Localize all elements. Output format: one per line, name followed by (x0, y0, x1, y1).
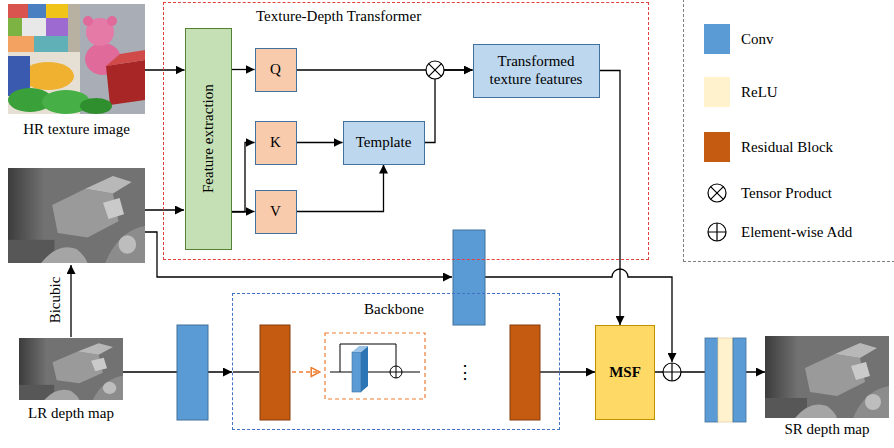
upsample-wire (70, 265, 71, 337)
depth-wire (145, 209, 184, 210)
legend-box: ConvReLU Residual BlockTensor ProductElem… (683, 0, 894, 262)
box-label: K (270, 134, 281, 151)
connector-arrow (600, 71, 621, 326)
box-label: Template (356, 134, 412, 151)
sr-depth-image (765, 336, 889, 418)
bicubic-depth-image (8, 168, 145, 263)
image-patch (8, 36, 34, 52)
query-box: Q (255, 48, 297, 92)
conv-block (453, 230, 485, 325)
residual-block (260, 325, 290, 420)
legend-symbol (704, 178, 730, 208)
features-box: Transformed texture features (473, 44, 600, 98)
box-label: Q (270, 61, 281, 78)
backbone-region: Backbone (232, 293, 560, 430)
legend-swatch (704, 24, 730, 54)
add-symbol (663, 363, 681, 381)
add-symbol (390, 366, 402, 378)
zoom-arrow (292, 371, 320, 372)
connector-arrow (145, 69, 185, 70)
box-label: Transformed texture features (480, 53, 593, 88)
legend-symbol (708, 223, 726, 241)
texture-image (8, 4, 145, 114)
image-patch (46, 4, 68, 18)
legend-text: Conv (741, 24, 774, 54)
legend-row: Conv (684, 24, 894, 54)
method-label: Bicubic (48, 277, 63, 324)
backbone-wire (233, 371, 259, 372)
image-caption: LR depth map (19, 405, 123, 422)
green-toy (80, 98, 112, 114)
zoom-frame (325, 333, 425, 399)
legend-text: Tensor Product (741, 178, 832, 208)
conv-block (177, 325, 208, 420)
legend-text: Element-wise Add (741, 217, 852, 247)
red-box (106, 60, 145, 105)
legend-row: Element-wise Add (684, 217, 894, 247)
image-patch (22, 18, 46, 36)
add-symbol (390, 366, 402, 378)
conv-slab (352, 352, 361, 392)
image-caption: HR texture image (8, 121, 145, 138)
box-label: V (270, 203, 281, 220)
region-title: Backbone (364, 301, 424, 318)
add-symbol (663, 363, 681, 381)
connector-arrow (560, 371, 595, 372)
image-patch (8, 18, 22, 36)
legend-swatch (704, 132, 730, 162)
feature-box: Feature extraction (185, 28, 232, 250)
key-box: K (255, 121, 297, 165)
legend-symbol (708, 184, 726, 202)
toy-bear (107, 16, 117, 26)
relu-block (718, 338, 733, 422)
image-patch (34, 36, 68, 52)
transformer-region: Texture-Depth TransformerFeature extract… (163, 2, 649, 260)
image-patch (68, 4, 80, 52)
image-patch (80, 4, 145, 114)
image-caption: SR depth map (765, 421, 889, 438)
red-box (106, 50, 145, 66)
template-box: Template (343, 121, 425, 165)
fusion-box: MSF (595, 325, 655, 420)
legend-text: ReLU (741, 77, 778, 107)
legend-swatch (704, 77, 730, 107)
toy-bear (83, 16, 93, 26)
ellipsis-mark: ⋮ (456, 363, 474, 381)
region-title: Texture-Depth Transformer (256, 8, 421, 25)
legend-symbol (708, 223, 726, 241)
connector-arrow (232, 143, 255, 213)
lr-depth-image (19, 338, 123, 400)
image-patch (28, 4, 46, 18)
connector-arrow (232, 211, 255, 212)
residual-wire (330, 372, 420, 373)
box-label: MSF (609, 364, 641, 381)
conv-slab (352, 346, 368, 352)
image-ground (8, 4, 145, 114)
image-node: HR texture image (8, 4, 145, 138)
legend-row: ReLU (684, 77, 894, 107)
residual-block (510, 325, 540, 420)
legend-symbol (704, 217, 730, 247)
image-patch (8, 4, 28, 18)
legend-text: Residual Block (741, 132, 833, 162)
box-label: Feature extraction (199, 84, 216, 193)
image-patch (46, 18, 68, 36)
connector-arrow (297, 165, 384, 212)
connector-arrow (425, 70, 473, 143)
tensor-product-symbol (429, 64, 442, 77)
value-box: V (255, 190, 297, 234)
image-node: LR depth map (19, 338, 123, 422)
connector-arrow (297, 142, 343, 143)
image-node: SR depth map (765, 336, 889, 438)
tensor-product-symbol (426, 61, 444, 79)
conv-slab (361, 346, 368, 392)
conv-block (705, 338, 718, 422)
legend-row: Tensor Product (684, 178, 894, 208)
legend-row: Residual Block (684, 132, 894, 162)
backbone-wire (540, 371, 560, 372)
conv-block (733, 338, 746, 422)
legend-symbol (711, 187, 724, 200)
connector-arrow (232, 69, 255, 70)
